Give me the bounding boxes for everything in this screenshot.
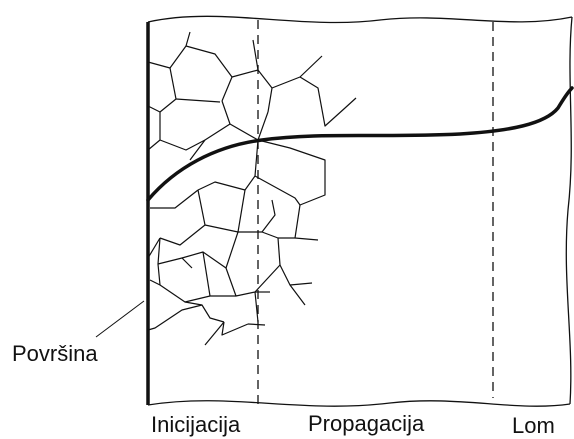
- initiation-label: Inicijacija: [151, 412, 240, 438]
- grain-network: [148, 32, 356, 345]
- specimen-bottom-edge: [148, 401, 570, 406]
- surface-label: Površina: [12, 341, 98, 367]
- surface-leader-line: [96, 301, 144, 337]
- fracture-label: Lom: [512, 413, 555, 439]
- specimen-right-edge: [566, 17, 572, 404]
- specimen-top-edge: [148, 16, 572, 22]
- propagation-label: Propagacija: [308, 411, 424, 437]
